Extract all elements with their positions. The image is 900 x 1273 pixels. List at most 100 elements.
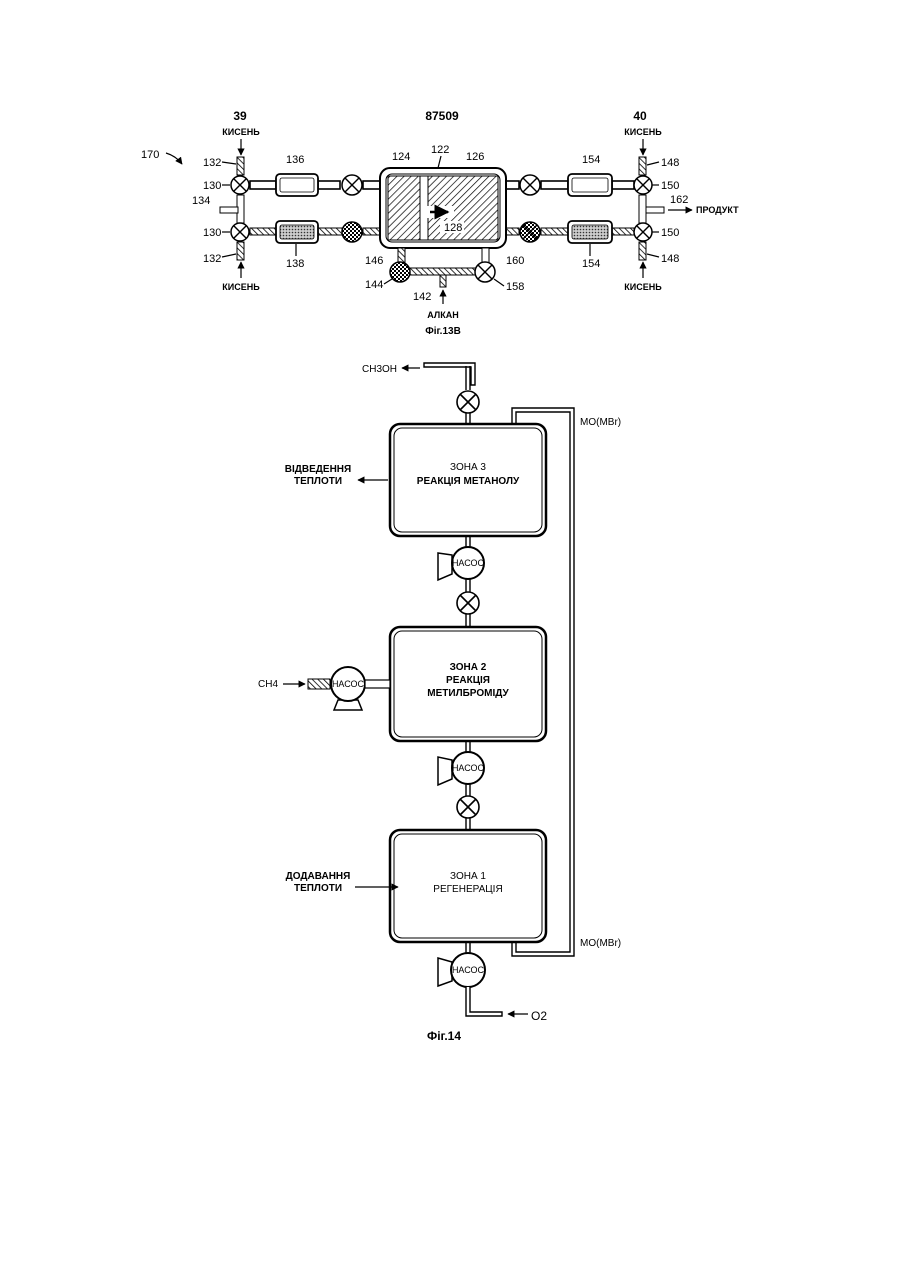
valve-150-top — [634, 176, 652, 194]
label-ch4: CH4 — [258, 679, 278, 690]
valve-left-bottom — [342, 222, 362, 242]
ref-160: 160 — [506, 255, 524, 267]
ref-148-bottom: 148 — [661, 253, 679, 265]
oxygen-inlet-pipe — [466, 987, 502, 1016]
ref-150-bottom: 150 — [661, 227, 679, 239]
vessel-136 — [276, 174, 318, 196]
label-mo-mbr-bottom: MO(MBr) — [580, 938, 621, 949]
pump-oxygen-label: НАСОС — [452, 965, 485, 975]
zone-2-description-1: РЕАКЦІЯ — [446, 675, 490, 686]
ref-138: 138 — [286, 258, 304, 270]
reactor-zone-124 — [388, 176, 420, 240]
pump-upper-label: НАСОС — [452, 558, 485, 568]
zone-3-title: ЗОНА 3 — [450, 462, 486, 473]
valve-158 — [475, 262, 495, 282]
zone-2-description-2: МЕТИЛБРОМІДУ — [427, 688, 509, 699]
ref-128: 128 — [444, 222, 462, 234]
caption-fig-14: Фіг.14 — [427, 1029, 461, 1043]
pipe-top-5 — [541, 181, 568, 189]
label-heat-addition-2: ТЕПЛОТИ — [294, 883, 342, 894]
valve-right-bottom — [520, 222, 540, 242]
valve-right-top — [520, 175, 540, 195]
oxygen-feed-top-left — [237, 157, 244, 175]
pipe-142 — [410, 268, 476, 275]
ref-124: 124 — [392, 151, 410, 163]
valve-130-bottom — [231, 223, 249, 241]
pipe-top-1 — [250, 181, 276, 189]
valve-zone2-zone1 — [457, 796, 479, 818]
ch4-inlet-pipe — [308, 679, 330, 689]
valve-144 — [390, 262, 410, 282]
ref-170-arrow — [166, 153, 182, 164]
pipe-134 — [220, 207, 238, 213]
zone-1-description: РЕГЕНЕРАЦІЯ — [433, 884, 502, 895]
label-alkane: АЛКАН — [427, 310, 458, 320]
zone-2-title: ЗОНА 2 — [450, 662, 487, 673]
pump-middle-label: НАСОС — [452, 763, 485, 773]
ref-148-top: 148 — [661, 157, 679, 169]
label-oxygen-top-right: КИСЕНЬ — [624, 127, 662, 137]
valve-methanol-outlet — [457, 391, 479, 413]
valve-130-top — [231, 176, 249, 194]
ref-170: 170 — [141, 149, 159, 161]
figure-14: CH3OH MO(MBr) MO(MBr) ЗОНА 3 РЕАКЦІЯ МЕТ… — [258, 363, 621, 1043]
oxygen-feed-top-right — [639, 157, 646, 175]
methanol-outlet-pipe — [424, 363, 475, 385]
pump-middle: НАСОС — [438, 752, 485, 785]
ref-126: 126 — [466, 151, 484, 163]
ref-154-bottom: 154 — [582, 258, 600, 270]
label-oxygen-bottom-right: КИСЕНЬ — [624, 282, 662, 292]
ref-162: 162 — [670, 194, 688, 206]
label-product: ПРОДУКТ — [696, 205, 739, 215]
alkane-inlet — [440, 275, 446, 287]
ref-150-top: 150 — [661, 180, 679, 192]
vessel-154-top — [568, 174, 612, 196]
ref-142: 142 — [413, 291, 431, 303]
pipe-top-2 — [318, 181, 340, 189]
ref-134: 134 — [192, 195, 210, 207]
ref-158: 158 — [506, 281, 524, 293]
pipe-bottom-5 — [541, 228, 568, 235]
ref-122: 122 — [431, 144, 449, 156]
page-number-right: 40 — [633, 109, 647, 123]
valve-zone3-zone2 — [457, 592, 479, 614]
pipe-bottom-2 — [318, 228, 342, 235]
ref-146: 146 — [365, 255, 383, 267]
ref-132-bottom: 132 — [203, 253, 221, 265]
pipe-bottom-1 — [250, 228, 276, 235]
oxygen-feed-mid-right — [639, 195, 646, 223]
label-heat-removal-1: ВІДВЕДЕННЯ — [285, 464, 351, 475]
pump-upper: НАСОС — [438, 547, 485, 580]
zone-1-title: ЗОНА 1 — [450, 871, 486, 882]
oxygen-feed-bottom-right — [639, 242, 646, 260]
oxygen-feed-bottom-left — [237, 242, 244, 260]
label-oxygen-bottom-left: КИСЕНЬ — [222, 282, 260, 292]
ref-154-top: 154 — [582, 154, 600, 166]
document-number: 87509 — [425, 109, 459, 123]
ch4-to-zone2-pipe — [365, 680, 390, 688]
ref-130-top: 130 — [203, 180, 221, 192]
ref-144: 144 — [365, 279, 383, 291]
ref-130-bottom: 130 — [203, 227, 221, 239]
label-heat-addition-1: ДОДАВАННЯ — [286, 871, 351, 882]
valve-left-top — [342, 175, 362, 195]
pipe-top-6 — [612, 181, 634, 189]
label-oxygen-top-left: КИСЕНЬ — [222, 127, 260, 137]
ref-136: 136 — [286, 154, 304, 166]
caption-fig-13b: Фіг.13В — [425, 326, 461, 337]
pump-methane: НАСОС — [331, 667, 365, 710]
label-ch3oh: CH3OH — [362, 364, 397, 375]
pump-methane-label: НАСОС — [332, 679, 365, 689]
pipe-162 — [646, 207, 664, 213]
zone-3-description: РЕАКЦІЯ МЕТАНОЛУ — [417, 476, 520, 487]
pipe-bottom-6 — [612, 228, 634, 235]
label-mo-mbr-top: MO(MBr) — [580, 417, 621, 428]
label-o2: O2 — [531, 1009, 547, 1023]
figure-13b: 170 — [141, 127, 739, 337]
ref-132-top: 132 — [203, 157, 221, 169]
pump-oxygen: НАСОС — [438, 953, 485, 987]
valve-150-bottom — [634, 223, 652, 241]
label-heat-removal-2: ТЕПЛОТИ — [294, 476, 342, 487]
page-number-left: 39 — [233, 109, 247, 123]
